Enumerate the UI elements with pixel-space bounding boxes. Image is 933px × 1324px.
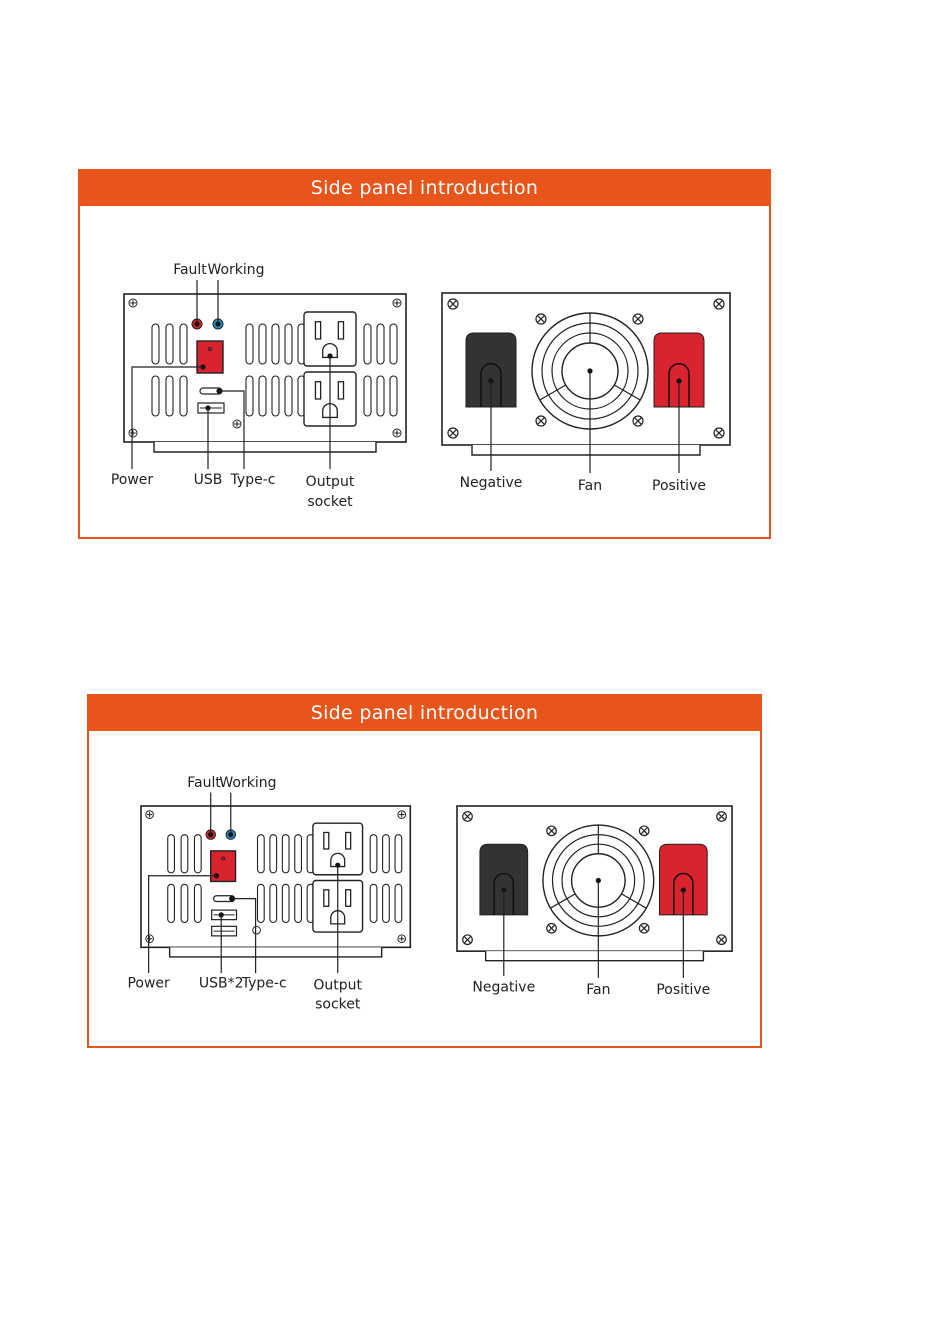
vent-slot bbox=[181, 835, 188, 873]
vent-slot bbox=[383, 835, 390, 873]
fan-label: Fan bbox=[586, 982, 610, 998]
vent-slot bbox=[370, 884, 377, 922]
vent-slot bbox=[246, 376, 253, 416]
vent-slot bbox=[295, 835, 302, 873]
vent-slot bbox=[258, 884, 265, 922]
outlet-slot bbox=[338, 382, 343, 399]
front-panel-outline bbox=[124, 294, 406, 442]
vent-slot bbox=[166, 324, 173, 364]
vent-slot bbox=[194, 884, 201, 922]
power-label: Power bbox=[127, 975, 170, 991]
vent-slot bbox=[181, 884, 188, 922]
vent-slot bbox=[272, 324, 279, 364]
vent-slot bbox=[282, 884, 289, 922]
usb-label: USB*2 bbox=[199, 975, 244, 991]
vent-slot bbox=[295, 884, 302, 922]
back-panel: Negative Fan Positive bbox=[442, 293, 730, 494]
front-panel-outline bbox=[141, 806, 410, 947]
panel-base bbox=[472, 445, 700, 455]
working-label: Working bbox=[207, 262, 264, 278]
vent-slot bbox=[246, 324, 253, 364]
vent-slot bbox=[285, 376, 292, 416]
vent-slot bbox=[166, 376, 173, 416]
vent-slot bbox=[168, 835, 175, 873]
vent-slot bbox=[390, 324, 397, 364]
vent-slot bbox=[272, 376, 279, 416]
typec-label: Type-c bbox=[230, 472, 276, 488]
vent-slot bbox=[395, 835, 402, 873]
vent-slot bbox=[259, 376, 266, 416]
vent-slot bbox=[282, 835, 289, 873]
vent-slot bbox=[377, 324, 384, 364]
vent-slot bbox=[285, 324, 292, 364]
outlet-slot bbox=[346, 832, 351, 849]
vent-slot bbox=[180, 376, 187, 416]
panel-base bbox=[154, 442, 376, 452]
outlet-slot bbox=[346, 890, 351, 907]
fan-label: Fan bbox=[578, 478, 602, 494]
vent-slot bbox=[377, 376, 384, 416]
output-label-line1: Output bbox=[313, 977, 362, 993]
working-label: Working bbox=[219, 775, 276, 791]
vent-slot bbox=[383, 884, 390, 922]
positive-label: Positive bbox=[656, 982, 710, 998]
vent-slot bbox=[270, 884, 277, 922]
outlet-slot bbox=[338, 322, 343, 339]
negative-label: Negative bbox=[472, 979, 535, 995]
vent-slot bbox=[395, 884, 402, 922]
side-panel-card-1: Side panel introduction FaultWorkingPowe… bbox=[78, 169, 771, 539]
outlet-slot bbox=[324, 832, 329, 849]
panel-base bbox=[170, 947, 382, 957]
output-label-line1: Output bbox=[306, 474, 355, 490]
outlet-slot bbox=[324, 890, 329, 907]
negative-label: Negative bbox=[460, 475, 523, 491]
output-label-line2: socket bbox=[307, 494, 353, 510]
vent-slot bbox=[270, 835, 277, 873]
typec-label: Type-c bbox=[241, 975, 287, 991]
positive-label: Positive bbox=[652, 478, 706, 494]
vent-slot bbox=[194, 835, 201, 873]
outlet-slot bbox=[315, 382, 320, 399]
vent-slot bbox=[152, 376, 159, 416]
outlet-slot bbox=[315, 322, 320, 339]
vent-slot bbox=[180, 324, 187, 364]
side-panel-card-2: Side panel introduction FaultWorkingPowe… bbox=[87, 694, 762, 1048]
panel-base bbox=[486, 951, 704, 961]
vent-slot bbox=[152, 324, 159, 364]
vent-slot bbox=[370, 835, 377, 873]
usb-label: USB bbox=[194, 472, 223, 488]
vent-slot bbox=[390, 376, 397, 416]
vent-slot bbox=[259, 324, 266, 364]
back-panel: Negative Fan Positive bbox=[457, 806, 732, 998]
fault-label: Fault bbox=[173, 262, 207, 278]
power-label: Power bbox=[111, 472, 154, 488]
vent-slot bbox=[168, 884, 175, 922]
ground-terminal bbox=[253, 926, 261, 934]
fault-label: Fault bbox=[187, 775, 221, 791]
vent-slot bbox=[258, 835, 265, 873]
output-label-line2: socket bbox=[315, 996, 361, 1012]
vent-slot bbox=[364, 324, 371, 364]
vent-slot bbox=[364, 376, 371, 416]
